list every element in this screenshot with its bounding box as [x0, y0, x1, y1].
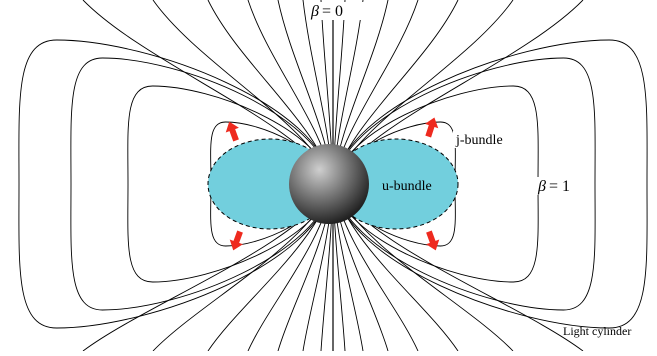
- closed-field-line: [70, 57, 334, 311]
- closed-field-line: [332, 39, 648, 329]
- closed-field-line: [332, 57, 596, 311]
- arrow-up-left: [225, 121, 239, 142]
- arrow-up-right: [424, 117, 439, 138]
- beta-zero-label: β= 0: [310, 3, 343, 20]
- neutron-star-sphere: [289, 144, 369, 224]
- arrow-down-left: [229, 230, 243, 251]
- arrow-down-right: [426, 230, 440, 251]
- j-bundle-label: j-bundle: [455, 133, 503, 148]
- light-cylinder-label: Light cylinder: [563, 324, 631, 338]
- u-bundle-label: u-bundle: [382, 179, 432, 194]
- beta-one-label: β= 1: [537, 178, 570, 195]
- closed-field-line: [18, 39, 334, 329]
